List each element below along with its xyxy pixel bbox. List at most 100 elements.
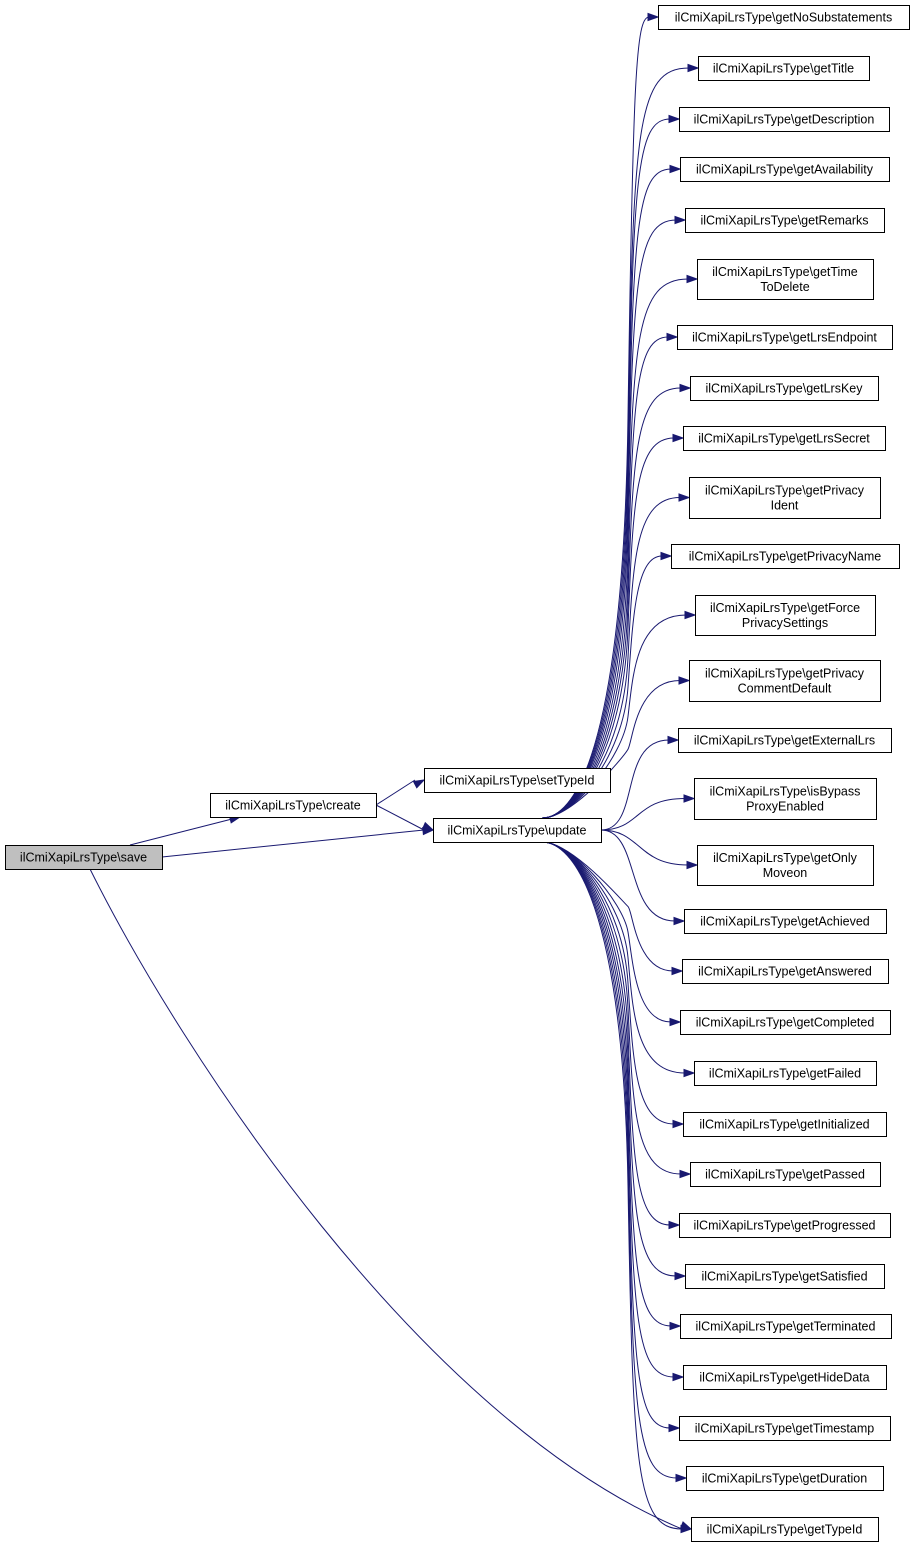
node-getHideData[interactable]: ilCmiXapiLrsType\getHideData [683, 1365, 887, 1390]
node-getAnswered[interactable]: ilCmiXapiLrsType\getAnswered [682, 959, 889, 984]
node-label: ilCmiXapiLrsType\getHideData [699, 1371, 869, 1385]
node-box [690, 376, 879, 401]
node-getTypeId[interactable]: ilCmiXapiLrsType\getTypeId [691, 1517, 879, 1542]
node-getDescription[interactable]: ilCmiXapiLrsType\getDescription [679, 107, 890, 132]
edge-create-update [375, 804, 425, 831]
node-getExternalLrs[interactable]: ilCmiXapiLrsType\getExternalLrs [678, 728, 892, 753]
node-box [5, 845, 163, 870]
edge-update-getFailed [542, 841, 686, 1074]
arrowhead-create-setTypeId [412, 779, 426, 789]
node-getSatisfied[interactable]: ilCmiXapiLrsType\getSatisfied [685, 1264, 885, 1289]
node-getLrsKey[interactable]: ilCmiXapiLrsType\getLrsKey [690, 376, 879, 401]
node-box [680, 157, 890, 182]
node-label: ilCmiXapiLrsType\getCompleted [696, 1016, 875, 1030]
node-label: ilCmiXapiLrsType\getTitle [713, 62, 854, 76]
arrowhead-update-getPrivacyCommentDefault [678, 676, 691, 685]
node-box [680, 1010, 891, 1035]
node-label: ilCmiXapiLrsType\getRemarks [700, 214, 868, 228]
node-label: ilCmiXapiLrsType\getLrsSecret [698, 432, 870, 446]
node-box [694, 778, 877, 820]
node-getTimestamp[interactable]: ilCmiXapiLrsType\getTimestamp [679, 1416, 891, 1441]
node-getPassed[interactable]: ilCmiXapiLrsType\getPassed [690, 1162, 881, 1187]
node-getAvailability[interactable]: ilCmiXapiLrsType\getAvailability [680, 157, 890, 182]
arrowhead-update-getFailed [683, 1068, 696, 1078]
node-box [678, 728, 892, 753]
arrowhead-create-update [421, 821, 435, 831]
edge-update-getPrivacyName [542, 555, 663, 819]
arrowhead-update-getPrivacyIdent [678, 493, 691, 502]
node-save[interactable]: ilCmiXapiLrsType\save [5, 845, 163, 870]
edge-update-getForcePrivacySettings [542, 614, 687, 819]
node-getPrivacyName[interactable]: ilCmiXapiLrsType\getPrivacyName [671, 544, 900, 569]
arrowhead-update-getLrsKey [679, 383, 692, 393]
node-getNoSubstatements[interactable]: ilCmiXapiLrsType\getNoSubstatements [658, 5, 910, 30]
edge-update-getAvailability [542, 168, 672, 819]
node-label: CommentDefault [738, 682, 832, 696]
node-box [695, 595, 876, 636]
node-box [210, 793, 377, 818]
node-box [685, 1264, 885, 1289]
node-getInitialized[interactable]: ilCmiXapiLrsType\getInitialized [683, 1112, 887, 1137]
edge-update-getRemarks [542, 219, 677, 819]
node-label: ilCmiXapiLrsType\getTimestamp [695, 1422, 875, 1436]
node-box [685, 208, 885, 233]
node-label: ilCmiXapiLrsType\getPrivacy [705, 484, 865, 498]
node-box [698, 56, 870, 81]
node-label: ilCmiXapiLrsType\getAchieved [700, 915, 870, 929]
node-getTerminated[interactable]: ilCmiXapiLrsType\getTerminated [680, 1314, 892, 1339]
node-getAchieved[interactable]: ilCmiXapiLrsType\getAchieved [684, 909, 887, 934]
node-label: Moveon [763, 866, 808, 880]
node-getFailed[interactable]: ilCmiXapiLrsType\getFailed [694, 1061, 877, 1086]
node-label: ilCmiXapiLrsType\getForce [710, 601, 860, 615]
arrowhead-update-getNoSubstatements [647, 12, 660, 22]
node-label: ilCmiXapiLrsType\getAvailability [696, 163, 874, 177]
edge-update-isBypassProxyEnabled [600, 798, 686, 831]
node-getProgressed[interactable]: ilCmiXapiLrsType\getProgressed [679, 1213, 891, 1238]
node-label: ilCmiXapiLrsType\getDescription [694, 113, 875, 127]
edge-update-getLrsKey [542, 387, 682, 819]
node-label: ilCmiXapiLrsType\getInitialized [699, 1118, 869, 1132]
edge-update-getHideData [542, 841, 675, 1378]
node-setTypeId[interactable]: ilCmiXapiLrsType\setTypeId [424, 768, 611, 793]
arrowhead-update-getLrsEndpoint [666, 332, 679, 342]
arrowhead-update-getPassed [679, 1169, 692, 1179]
edge-update-getTimestamp [542, 841, 671, 1429]
nodes-layer: ilCmiXapiLrsType\save ilCmiXapiLrsType\cr… [5, 5, 910, 1542]
node-getLrsSecret[interactable]: ilCmiXapiLrsType\getLrsSecret [683, 426, 886, 451]
node-label: ilCmiXapiLrsType\getOnly [713, 851, 858, 865]
node-getCompleted[interactable]: ilCmiXapiLrsType\getCompleted [680, 1010, 891, 1035]
node-box [683, 1112, 887, 1137]
node-getDuration[interactable]: ilCmiXapiLrsType\getDuration [686, 1466, 884, 1491]
node-label: ilCmiXapiLrsType\getProgressed [693, 1219, 875, 1233]
node-getTitle[interactable]: ilCmiXapiLrsType\getTitle [698, 56, 870, 81]
node-label: ilCmiXapiLrsType\getPrivacy [705, 667, 865, 681]
arrowhead-update-getProgressed [668, 1220, 681, 1230]
node-label: ilCmiXapiLrsType\setTypeId [440, 774, 595, 788]
node-update[interactable]: ilCmiXapiLrsType\update [433, 818, 602, 843]
node-label: ilCmiXapiLrsType\getLrsEndpoint [692, 331, 877, 345]
node-box [677, 325, 893, 350]
arrowhead-update-getHideData [672, 1372, 685, 1382]
node-getLrsEndpoint[interactable]: ilCmiXapiLrsType\getLrsEndpoint [677, 325, 893, 350]
node-getPrivacyCommentDefault[interactable]: ilCmiXapiLrsType\getPrivacyCommentDefaul… [689, 660, 881, 702]
node-box [682, 959, 889, 984]
node-box [691, 1517, 879, 1542]
arrowhead-update-getForcePrivacySettings [684, 610, 697, 620]
node-box [671, 544, 900, 569]
arrowhead-update-getLrsSecret [672, 433, 685, 443]
node-getRemarks[interactable]: ilCmiXapiLrsType\getRemarks [685, 208, 885, 233]
node-label: ilCmiXapiLrsType\getLrsKey [705, 382, 863, 396]
arrowhead-update-getRemarks [674, 215, 687, 225]
node-label: ilCmiXapiLrsType\getExternalLrs [694, 734, 875, 748]
edge-update-getTimeToDelete [542, 278, 689, 819]
node-create[interactable]: ilCmiXapiLrsType\create [210, 793, 377, 818]
node-box [690, 1162, 881, 1187]
edge-update-getLrsSecret [542, 437, 675, 819]
node-box [679, 1416, 891, 1441]
